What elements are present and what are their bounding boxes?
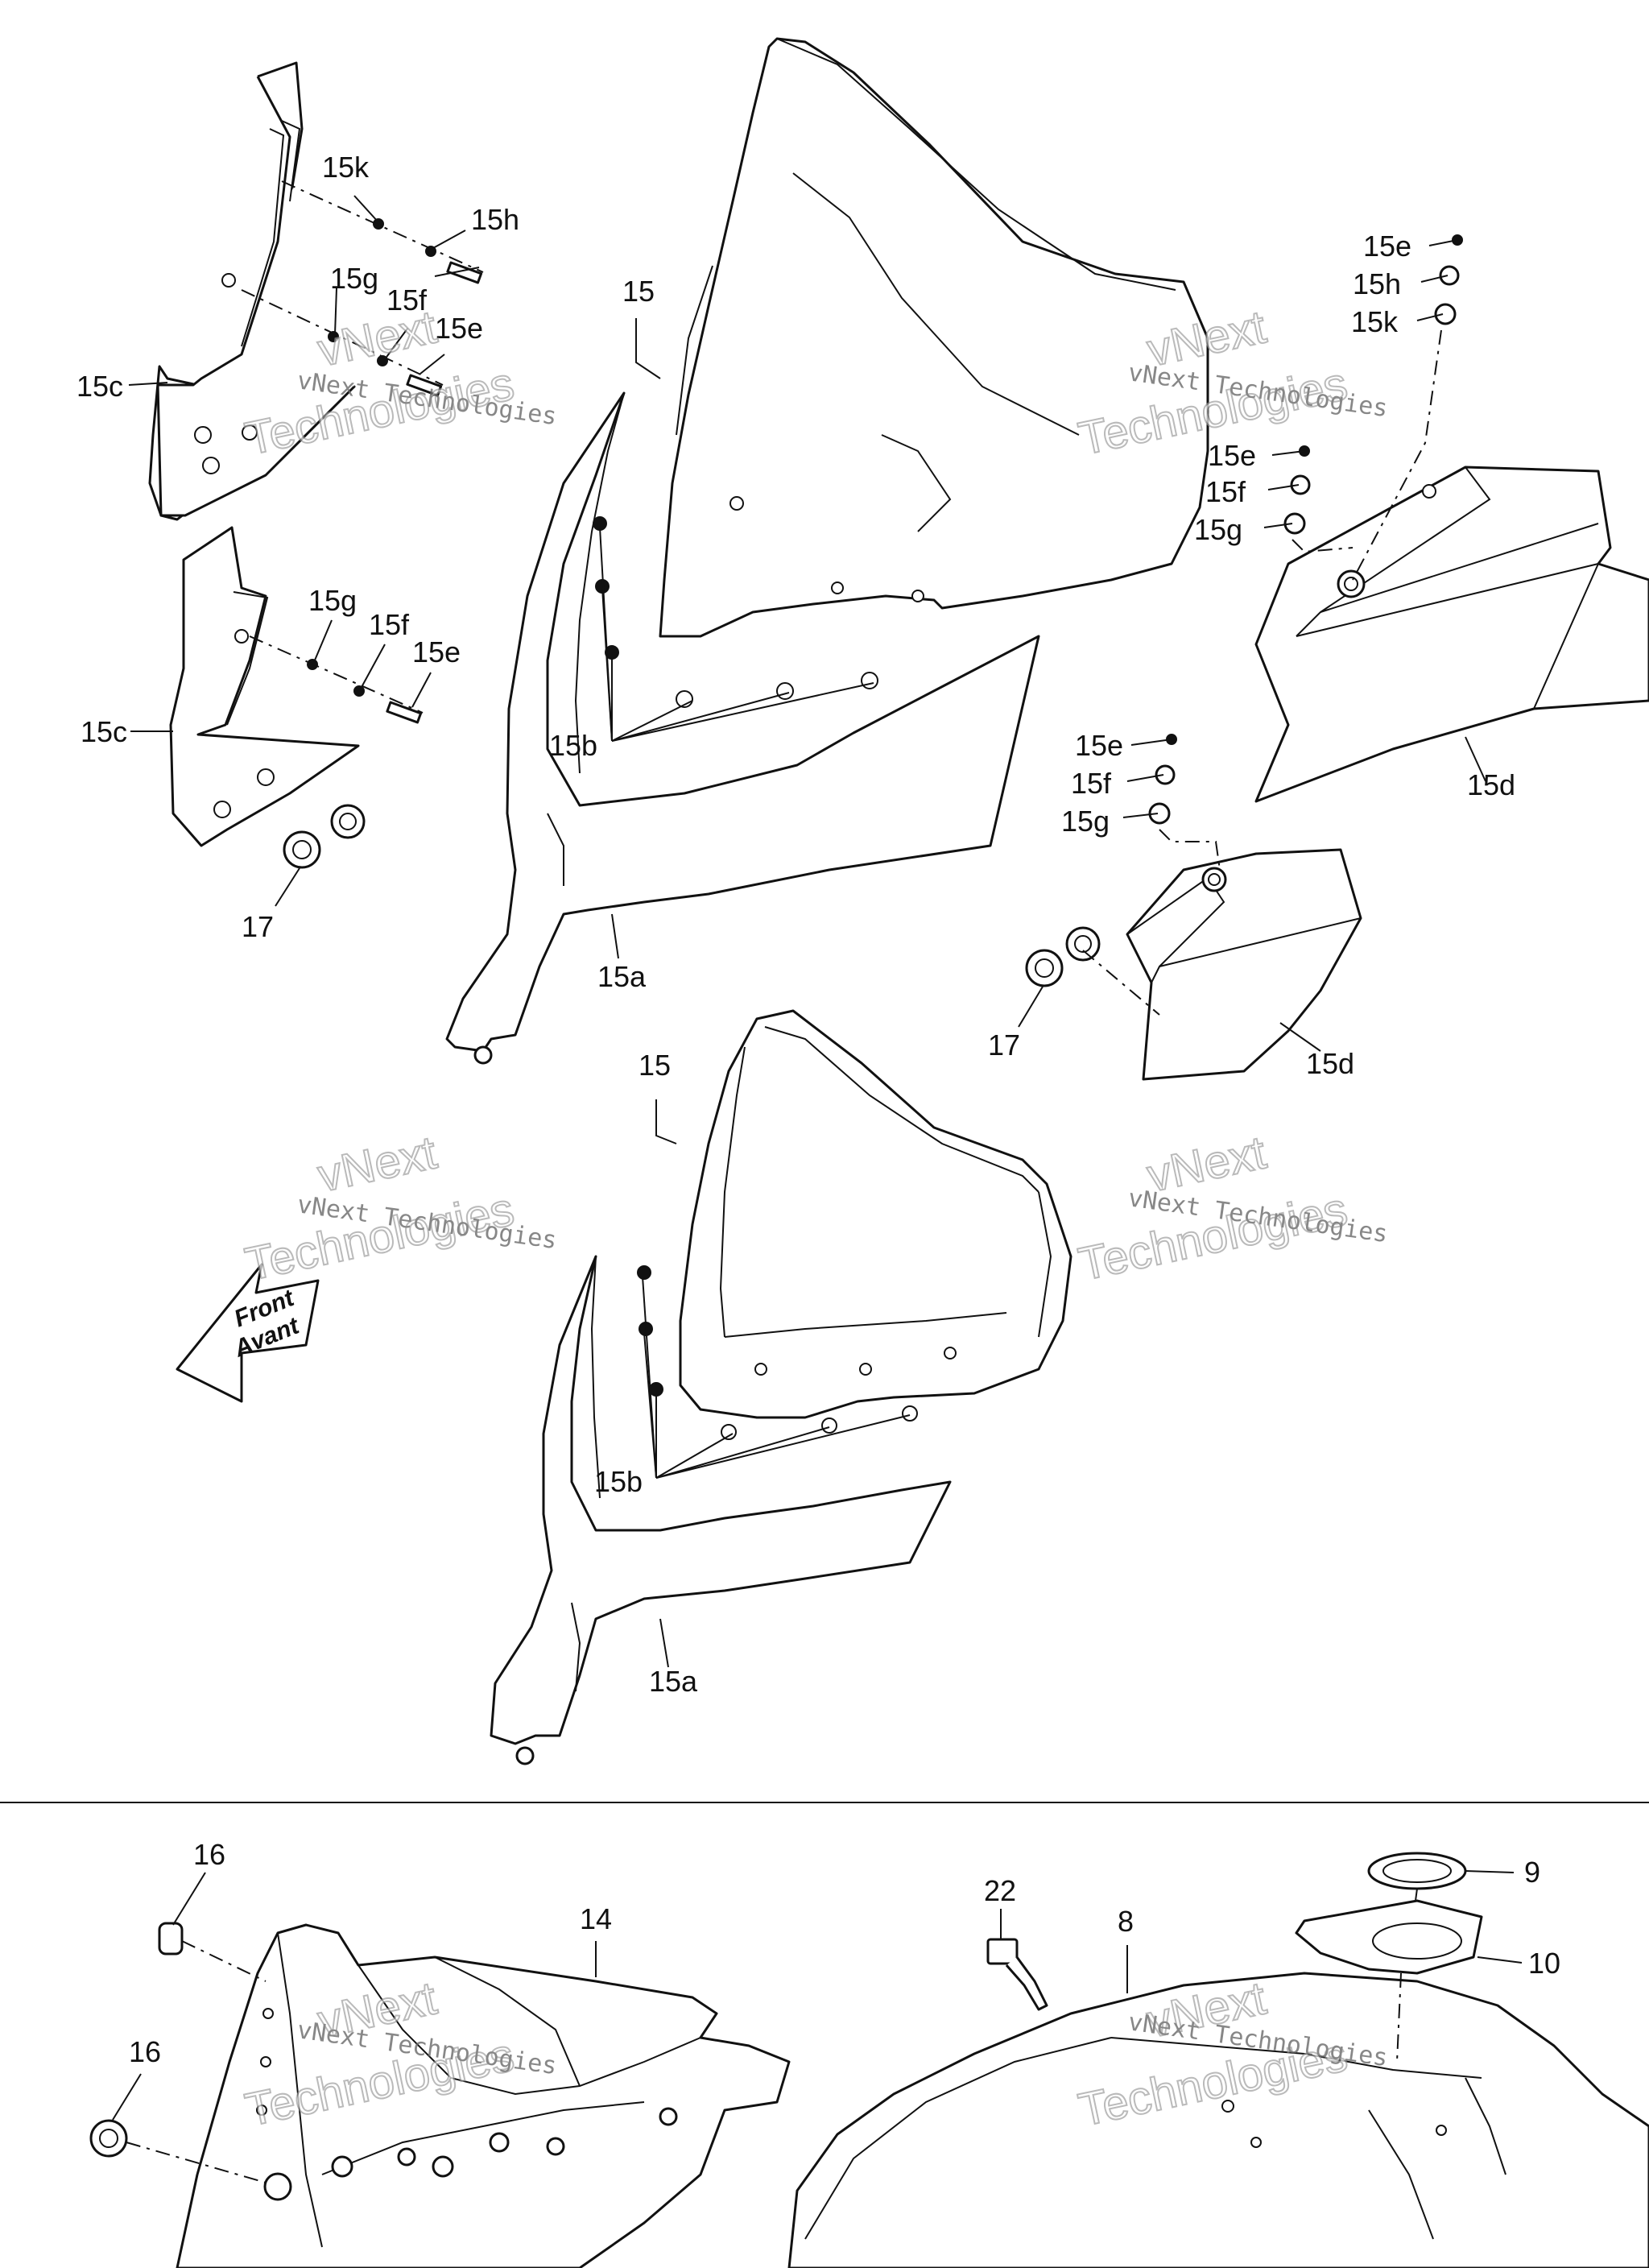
part-22 [986,1938,1048,2011]
callout-9: 9 [1524,1856,1540,1889]
callout-labels: 15k 15h 15g 15f 15e 15c 15g 15f 15e 15c … [76,151,1560,2068]
hardware-right-upper [1283,234,1463,581]
side-deflector-upper-right [1254,466,1649,803]
plate-part-10 [1295,1899,1483,2063]
watermark-big-line1: vNext [313,300,441,376]
grommet-16-top [158,1922,267,1982]
callout-17-left: 17 [242,910,274,943]
callout-16-bottom: 16 [129,2035,161,2068]
callout-15f-middle-left: 15f [369,608,410,641]
grommet-16-bottom [89,2119,267,2183]
hardware-right-lower [1082,734,1221,1016]
hardware-left-upper [241,180,484,397]
side-deflector-lower-right [1126,848,1362,1081]
callout-15a-upper: 15a [597,960,647,993]
callout-15g-top-left: 15g [330,262,378,295]
callout-15d-bottom: 15d [1306,1047,1354,1080]
callout-15b-upper: 15b [549,729,597,762]
windshield-lower [679,1009,1072,1419]
callout-14: 14 [580,1902,612,1935]
callout-15e-top-left: 15e [435,312,483,345]
callout-8: 8 [1118,1905,1134,1938]
windshield-upper [659,37,1209,638]
callout-10: 10 [1528,1947,1560,1980]
callout-15-upper: 15 [622,275,655,308]
leader-lines [112,195,1523,2121]
hardware-left-lower [249,635,424,724]
watermark-middle-left: vNext Technologies vNext Technologies [240,1125,559,1291]
callout-22: 22 [984,1874,1016,1907]
watermark-middle-right: vNext Technologies vNext Technologies [1073,1125,1390,1291]
callout-15e-top-right: 15e [1363,230,1411,263]
callout-15g-middle-left: 15g [308,584,357,617]
callout-15g-bottom-right: 15g [1061,805,1110,838]
mirror-bracket-upper-left [148,61,356,521]
grommet-17-left [283,804,366,869]
fairing-lower [490,1255,952,1765]
callout-15f-bottom-right: 15f [1071,767,1112,800]
console-part-14 [176,1923,791,2268]
callout-15f-top-left: 15f [386,284,428,317]
callout-15b-lower: 15b [594,1465,643,1498]
callout-15e-middle-right: 15e [1208,439,1256,472]
callout-15h-top-right: 15h [1353,267,1401,300]
watermark-big-line1: vNext [313,1126,441,1202]
fairing-upper [445,391,1040,1065]
callout-15c-bottom: 15c [81,715,127,748]
cover-part-8 [787,1972,1649,2268]
callout-17-right: 17 [988,1028,1020,1062]
callout-15h-top-left: 15h [471,203,519,236]
callout-15d-top: 15d [1467,768,1515,801]
front-arrow: Front Avant [176,1263,320,1403]
callout-15g-middle-right: 15g [1194,513,1242,546]
callout-15-lower: 15 [639,1049,671,1082]
mirror-bracket-lower-left [169,526,360,847]
callout-16-top: 16 [193,1838,225,1871]
callout-15k-top-right: 15k [1351,305,1399,338]
callout-15a-lower: 15a [649,1665,698,1698]
callout-15c-top: 15c [76,370,123,403]
callout-15k-top-left: 15k [322,151,370,184]
callout-15f-middle-right: 15f [1205,475,1246,508]
callout-15e-bottom-right: 15e [1075,729,1123,762]
grommet-17-right [1025,926,1101,987]
callout-15e-middle-left: 15e [412,635,461,668]
